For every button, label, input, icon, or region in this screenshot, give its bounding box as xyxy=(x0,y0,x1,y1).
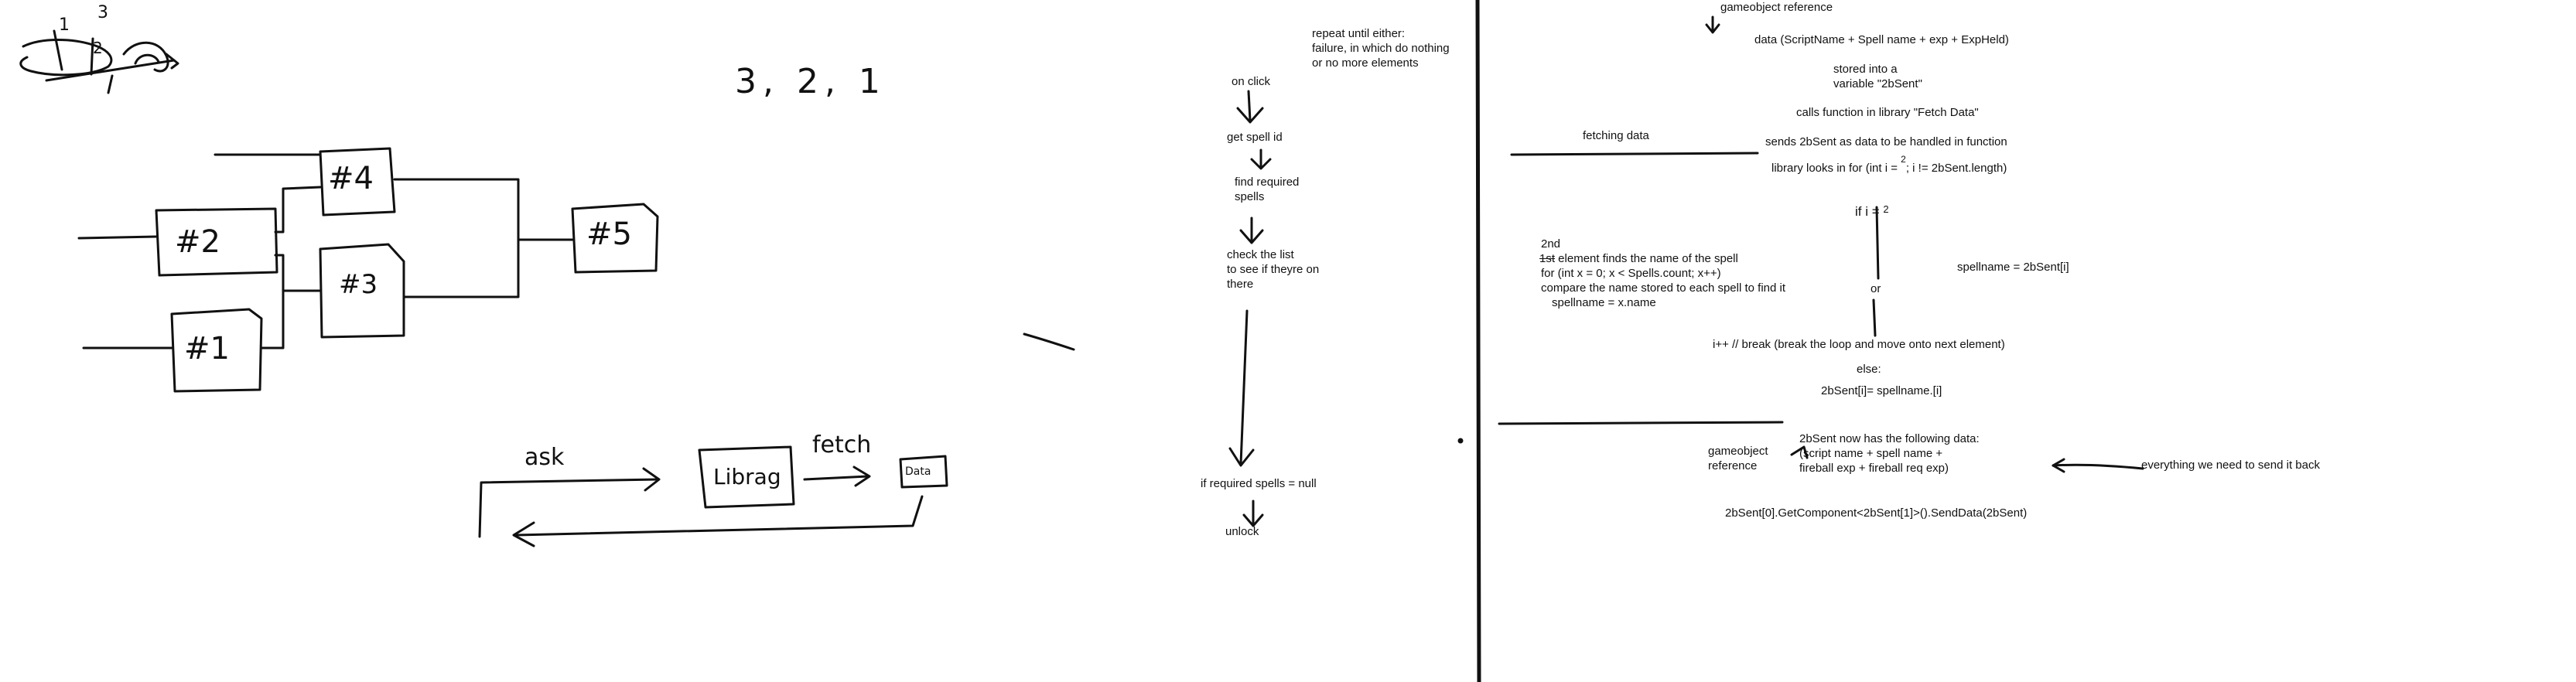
fetching-data: fetching data xyxy=(1583,129,1649,142)
ask-fetch-loop xyxy=(478,445,948,547)
element-finds-text: element finds the name of the spell xyxy=(1555,252,1738,265)
divider-line xyxy=(1475,0,1481,682)
logic-marks xyxy=(1498,15,2144,473)
calls-function: calls function in library "Fetch Data" xyxy=(1796,106,1979,119)
element-finds: 1st element finds the name of the spell xyxy=(1539,251,1738,266)
send-call: 2bSent[0].GetComponent<2bSent[1]>().Send… xyxy=(1725,506,2028,520)
data-box-label: Data xyxy=(905,465,931,478)
or-label: or xyxy=(1871,282,1881,295)
spellname-eq: spellname = 2bSent[i] xyxy=(1957,261,2069,274)
gate-box-5 xyxy=(571,203,659,274)
flow-if-required-null: if required spells = null xyxy=(1201,477,1317,490)
everything-needed: everything we need to send it back xyxy=(2141,459,2320,472)
library-loop: library looks in for (int i = 2; i != 2b… xyxy=(1771,154,2007,176)
flow-find-required: find required spells xyxy=(1235,175,1299,204)
sends-line: sends 2bSent as data to be handled in fu… xyxy=(1765,135,2007,148)
doodle-number-1: 1 xyxy=(59,15,70,35)
library-label: Librag xyxy=(713,464,781,489)
doodle-number-2: 2 xyxy=(93,39,103,57)
library-box-frame xyxy=(698,445,795,509)
second-label: 2nd xyxy=(1541,237,1561,251)
gameobject-reference-bottom: gameobject reference xyxy=(1708,444,1768,473)
stored-into: stored into a variable "2bSent" xyxy=(1833,62,1922,91)
flow-check-list: check the list to see if theyre on there xyxy=(1227,247,1319,292)
flow-arrows xyxy=(1228,90,1272,527)
break-line: i++ // break (break the loop and move on… xyxy=(1713,338,2005,351)
gate-box-4 xyxy=(319,147,396,217)
gameobject-reference-top: gameobject reference xyxy=(1720,1,1833,14)
data-box-frame xyxy=(899,455,948,489)
flow-find-required-line: find required xyxy=(1235,176,1300,189)
if-i-text: if i = xyxy=(1855,204,1884,219)
ask-label: ask xyxy=(524,444,565,471)
data-list-line: (script name + spell name + xyxy=(1799,447,1943,460)
gate-box-1 xyxy=(170,308,263,393)
stored-into-line: variable "2bSent" xyxy=(1833,77,1922,90)
fetch-label: fetch xyxy=(812,431,872,459)
for-loop: for (int x = 0; x < Spells.count; x++) xyxy=(1541,267,1721,280)
gate-label-4: #4 xyxy=(328,161,374,196)
gate-label-2: #2 xyxy=(175,224,220,260)
first-struck: 1st xyxy=(1539,252,1556,265)
library-loop-sup: 2 xyxy=(1901,154,1906,165)
gameobject-reference-line: gameobject xyxy=(1708,445,1768,458)
if-i: if i = 2 xyxy=(1855,203,1889,220)
corner-doodle xyxy=(19,29,179,94)
gate-label-1: #1 xyxy=(184,331,230,367)
repeat-note: repeat until either: failure, in which d… xyxy=(1312,26,1450,70)
flow-find-required-line: spells xyxy=(1235,190,1265,203)
else-label: else: xyxy=(1857,363,1881,376)
flow-get-spell-id: get spell id xyxy=(1227,131,1283,144)
library-loop-end: ; i != 2bSent.length) xyxy=(1905,162,2007,175)
flow-on-click: on click xyxy=(1232,75,1271,88)
countdown-text: 3, 2, 1 xyxy=(735,62,887,101)
flow-unlock: unlock xyxy=(1225,525,1259,538)
doodle-number-3: 3 xyxy=(97,3,108,22)
repeat-note-line: or no more elements xyxy=(1312,56,1419,70)
gate-box-2 xyxy=(155,207,278,277)
gate-diagram xyxy=(77,147,659,393)
assign-sent: 2bSent[i]= spellname.[i] xyxy=(1821,384,1942,397)
flow-check-list-line: there xyxy=(1227,278,1254,291)
gameobject-reference-line: reference xyxy=(1708,459,1758,472)
data-list: (script name + spell name + fireball exp… xyxy=(1799,446,1949,476)
if-i-sup: 2 xyxy=(1883,203,1889,215)
library-loop-start: library looks in for (int i = xyxy=(1771,162,1901,175)
gate-box-3 xyxy=(319,243,405,339)
data-line: data (ScriptName + Spell name + exp + Ex… xyxy=(1754,33,2009,46)
flow-check-list-line: to see if theyre on xyxy=(1227,263,1320,276)
spellname-assign: spellname = x.name xyxy=(1552,296,1656,309)
stored-into-line: stored into a xyxy=(1833,63,1898,76)
data-list-line: fireball exp + fireball req exp) xyxy=(1799,462,1949,475)
now-has: 2bSent now has the following data: xyxy=(1799,432,1980,445)
flow-check-list-line: check the list xyxy=(1227,248,1294,261)
gate-label-3: #3 xyxy=(339,269,378,300)
repeat-note-line: repeat until either: xyxy=(1312,27,1406,40)
gate-label-5: #5 xyxy=(586,217,632,252)
compare-line: compare the name stored to each spell to… xyxy=(1541,281,1786,295)
repeat-note-line: failure, in which do nothing xyxy=(1312,42,1450,55)
